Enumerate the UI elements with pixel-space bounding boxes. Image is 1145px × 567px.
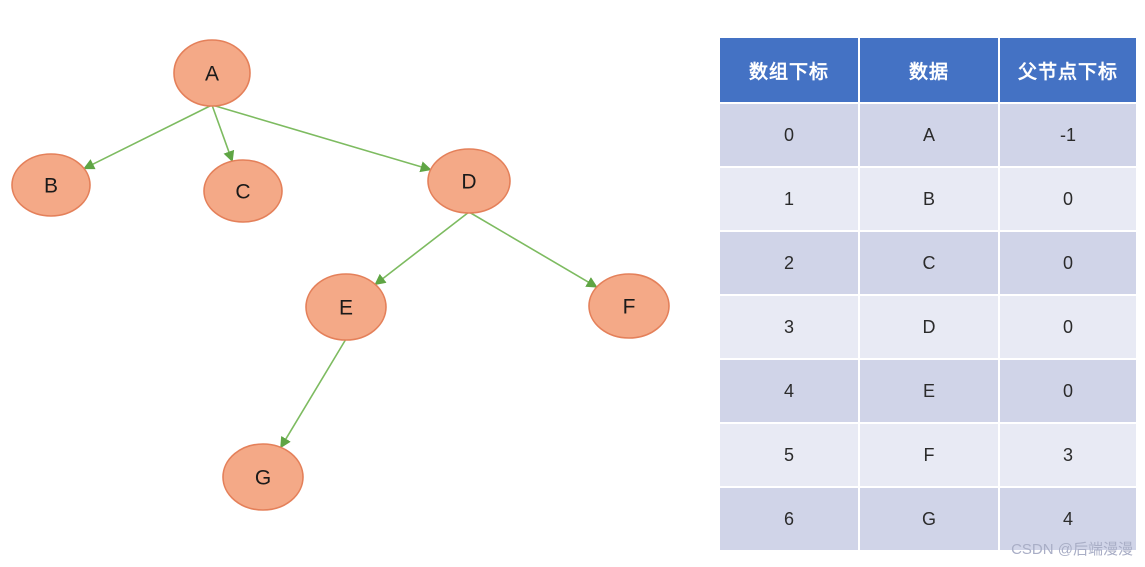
tree-node-b[interactable]: B [11, 153, 91, 217]
cell-parent-index: 0 [1000, 360, 1136, 422]
cell-data: D [860, 296, 998, 358]
node-label-g: G [255, 467, 271, 490]
cell-array-index: 5 [720, 424, 858, 486]
cell-parent-index: 0 [1000, 296, 1136, 358]
cell-data: E [860, 360, 998, 422]
cell-data: C [860, 232, 998, 294]
node-label-f: F [623, 296, 636, 319]
tree-node-c[interactable]: C [203, 159, 283, 223]
tree-edge-a-to-b [83, 104, 213, 170]
cell-array-index: 4 [720, 360, 858, 422]
node-label-a: A [205, 63, 219, 86]
cell-parent-index: 4 [1000, 488, 1136, 550]
tree-node-f[interactable]: F [588, 273, 670, 339]
cell-array-index: 3 [720, 296, 858, 358]
tree-diagram: A B C D E F G [11, 39, 670, 511]
tree-edge-e-to-g [280, 338, 347, 449]
tree-edge-a-to-d [211, 104, 432, 173]
tree-edge-d-to-f [468, 211, 598, 288]
cell-parent-index: -1 [1000, 104, 1136, 166]
tree-node-a[interactable]: A [173, 39, 251, 107]
cell-parent-index: 0 [1000, 168, 1136, 230]
column-header-array-index: 数组下标 [720, 38, 858, 102]
node-label-b: B [44, 175, 58, 198]
cell-data: B [860, 168, 998, 230]
node-shape-d [427, 148, 511, 214]
column-header-data: 数据 [860, 38, 998, 102]
tree-node-e[interactable]: E [305, 273, 387, 341]
tree-edges [83, 104, 598, 449]
cell-array-index: 0 [720, 104, 858, 166]
cell-array-index: 2 [720, 232, 858, 294]
node-label-e: E [339, 297, 353, 320]
node-label-d: D [461, 171, 476, 194]
tree-edge-d-to-e [374, 211, 470, 286]
node-shape-e [305, 273, 387, 341]
cell-data: A [860, 104, 998, 166]
cell-array-index: 1 [720, 168, 858, 230]
tree-edge-a-to-c [211, 104, 235, 163]
cell-array-index: 6 [720, 488, 858, 550]
node-shape-b [11, 153, 91, 217]
column-header-parent-index: 父节点下标 [1000, 38, 1136, 102]
node-shape-f [588, 273, 670, 339]
node-shape-a [173, 39, 251, 107]
node-label-c: C [235, 181, 250, 204]
tree-nodes: A B C D E F G [11, 39, 670, 511]
node-shape-c [203, 159, 283, 223]
cell-data: G [860, 488, 998, 550]
table-header-row: 数组下标 数据 父节点下标 [720, 38, 1136, 102]
cell-data: F [860, 424, 998, 486]
tree-node-g[interactable]: G [222, 443, 304, 511]
table-header: 数组下标 数据 父节点下标 [720, 38, 1136, 102]
cell-parent-index: 3 [1000, 424, 1136, 486]
tree-node-d[interactable]: D [427, 148, 511, 214]
cell-parent-index: 0 [1000, 232, 1136, 294]
node-shape-g [222, 443, 304, 511]
